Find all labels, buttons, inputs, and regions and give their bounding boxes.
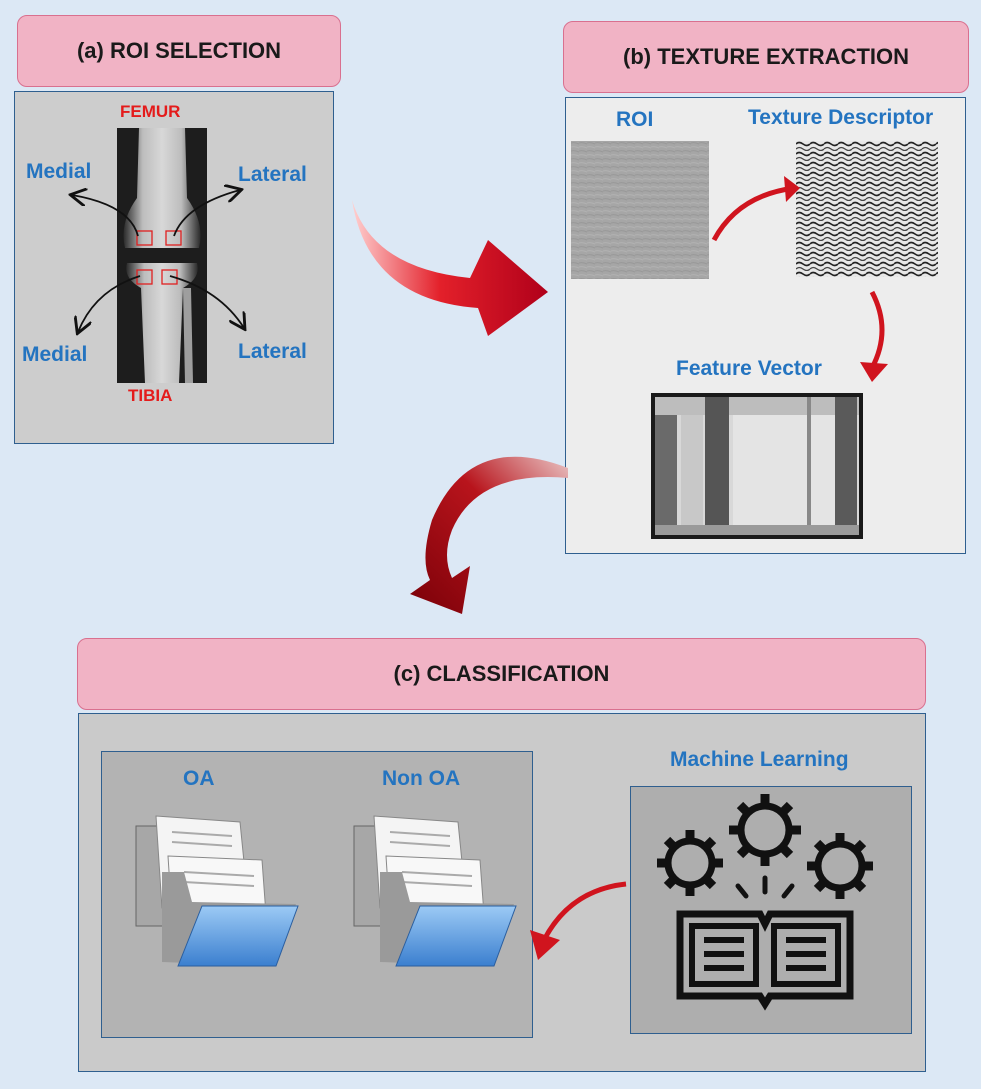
knee-xray-image	[117, 128, 207, 383]
medial-bottom-label: Medial	[22, 343, 88, 366]
oa-folder-icon	[135, 815, 299, 967]
roi-box-tibia-lateral	[161, 269, 178, 285]
roi-texture-image	[571, 141, 709, 279]
femur-label: FEMUR	[120, 102, 181, 121]
lateral-bottom-label: Lateral	[238, 340, 307, 363]
roi-selection-title: (a) ROI SELECTION	[17, 15, 341, 87]
roi-box-femur-lateral	[165, 230, 182, 246]
machine-learning-label: Machine Learning	[670, 748, 849, 771]
roi-box-femur-medial	[136, 230, 153, 246]
oa-label: OA	[183, 767, 215, 790]
machine-learning-icon	[657, 794, 873, 1011]
texture-descriptor-label: Texture Descriptor	[748, 106, 934, 129]
medial-top-label: Medial	[26, 160, 92, 183]
tibia-label: TIBIA	[128, 386, 173, 405]
non-oa-folder-icon	[353, 815, 517, 967]
non-oa-label: Non OA	[382, 767, 461, 790]
classification-title: (c) CLASSIFICATION	[77, 638, 926, 710]
lateral-top-label: Lateral	[238, 163, 307, 186]
roi-label: ROI	[616, 108, 654, 131]
texture-descriptor-image	[796, 141, 938, 277]
feature-vector-label: Feature Vector	[676, 357, 822, 380]
texture-extraction-title: (b) TEXTURE EXTRACTION	[563, 21, 969, 93]
feature-vector-image	[651, 393, 863, 539]
